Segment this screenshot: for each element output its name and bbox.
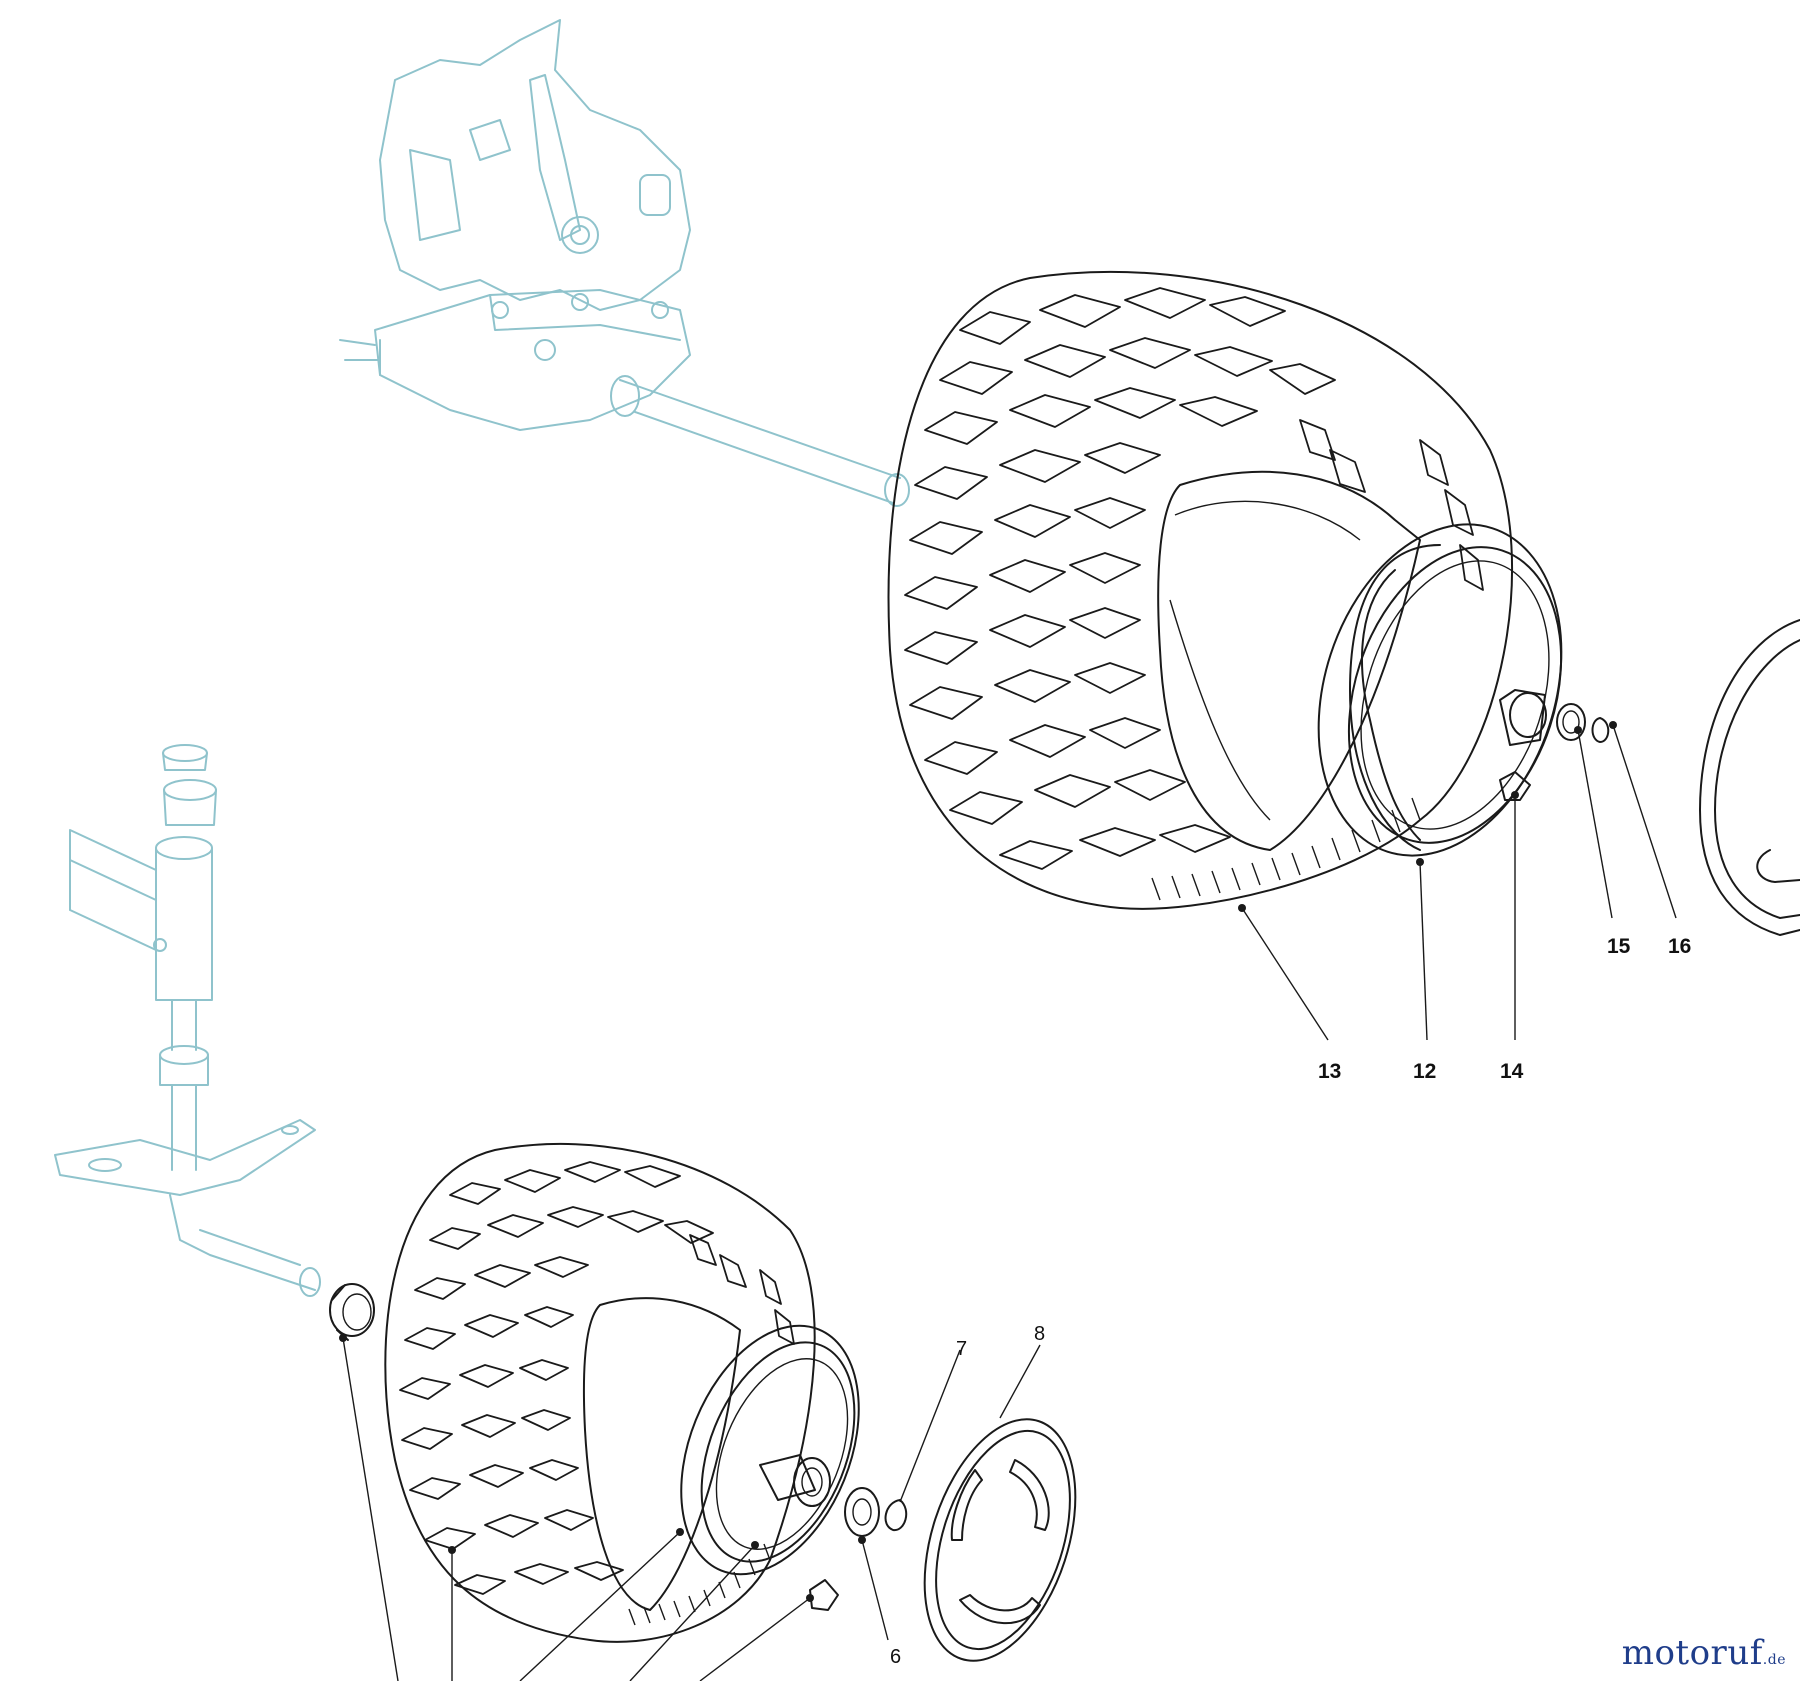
callout-dots xyxy=(339,721,1617,1602)
large-rim xyxy=(1317,523,1563,857)
callout-12: 12 xyxy=(1413,1060,1436,1083)
callout-14: 14 xyxy=(1500,1060,1524,1083)
small-tire-tread xyxy=(399,1161,795,1595)
small-washer-and-clip xyxy=(844,1487,908,1537)
callout-8: 8 xyxy=(1034,1323,1045,1345)
callout-13: 13 xyxy=(1318,1060,1341,1083)
callout-7: 7 xyxy=(956,1338,967,1360)
callout-15: 15 xyxy=(1607,935,1631,958)
large-hub-parts xyxy=(1499,689,1610,801)
watermark-suffix: .de xyxy=(1762,1652,1786,1668)
callout-labels: 13 12 14 15 16 7 8 6 xyxy=(890,935,1691,1668)
large-tire xyxy=(887,270,1513,910)
callout-16: 16 xyxy=(1668,935,1691,958)
callout-6: 6 xyxy=(890,1646,901,1668)
hub-cap-partial xyxy=(1699,619,1800,936)
leader-lines xyxy=(342,724,1677,1681)
transaxle-ghost-drawing xyxy=(339,19,910,507)
spindle-ghost-drawing xyxy=(54,744,321,1297)
small-hub-cap xyxy=(923,1418,1077,1662)
small-bushing xyxy=(329,1283,375,1341)
small-rim xyxy=(680,1324,860,1611)
watermark-name: motoruf xyxy=(1621,1633,1763,1673)
watermark-logo: motoruf.de xyxy=(1622,1633,1786,1673)
large-tire-tread xyxy=(904,287,1484,870)
